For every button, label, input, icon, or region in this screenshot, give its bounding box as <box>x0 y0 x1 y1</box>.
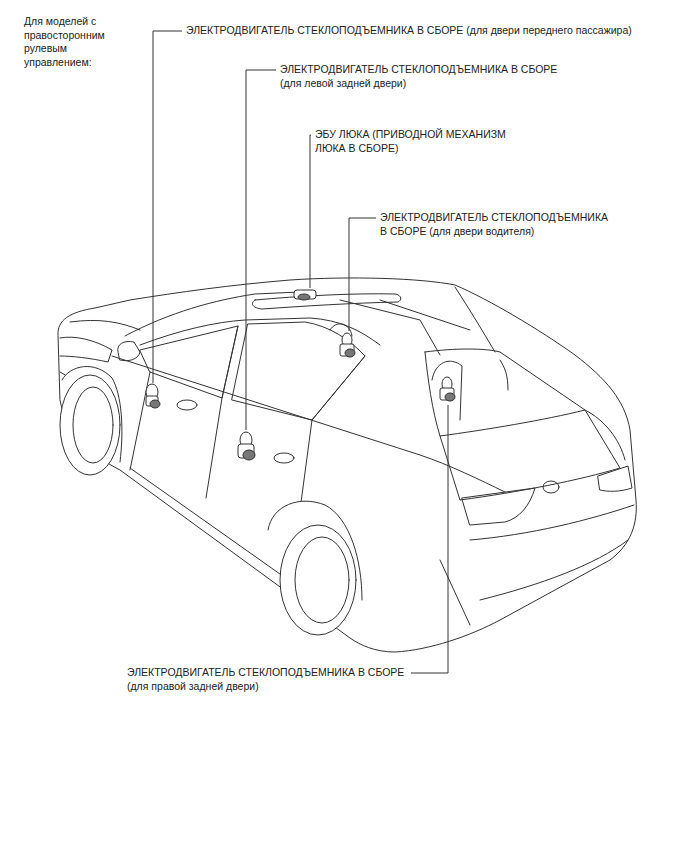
sunroof-ecu-symbol <box>294 290 316 300</box>
leader-line <box>246 70 276 430</box>
part-label: ЭЛЕКТРОДВИГАТЕЛЬ СТЕКЛОПОДЪЕМНИКА В СБОР… <box>127 666 407 693</box>
leader-line <box>411 405 448 673</box>
note-text: Для моделей с правосторонним рулевым упр… <box>24 15 115 69</box>
leader-line <box>349 218 376 331</box>
part-label: ЭЛЕКТРОДВИГАТЕЛЬ СТЕКЛОПОДЪЕМНИКА В СБОР… <box>186 24 634 38</box>
part-label: ЭЛЕКТРОДВИГАТЕЛЬ СТЕКЛОПОДЪЕМНИКА В СБОР… <box>280 63 560 90</box>
part-label: ЭБУ ЛЮКА (ПРИВОДНОЙ МЕХАНИЗМ ЛЮКА В СБОР… <box>315 128 508 155</box>
leader-line <box>153 31 182 383</box>
leader-line <box>310 135 311 288</box>
motor-symbol <box>146 384 160 408</box>
motor-symbol <box>440 377 455 401</box>
motor-symbol <box>238 432 255 460</box>
motor-symbol <box>340 333 355 357</box>
part-label: ЭЛЕКТРОДВИГАТЕЛЬ СТЕКЛОПОДЪЕМНИКА В СБОР… <box>380 211 611 238</box>
